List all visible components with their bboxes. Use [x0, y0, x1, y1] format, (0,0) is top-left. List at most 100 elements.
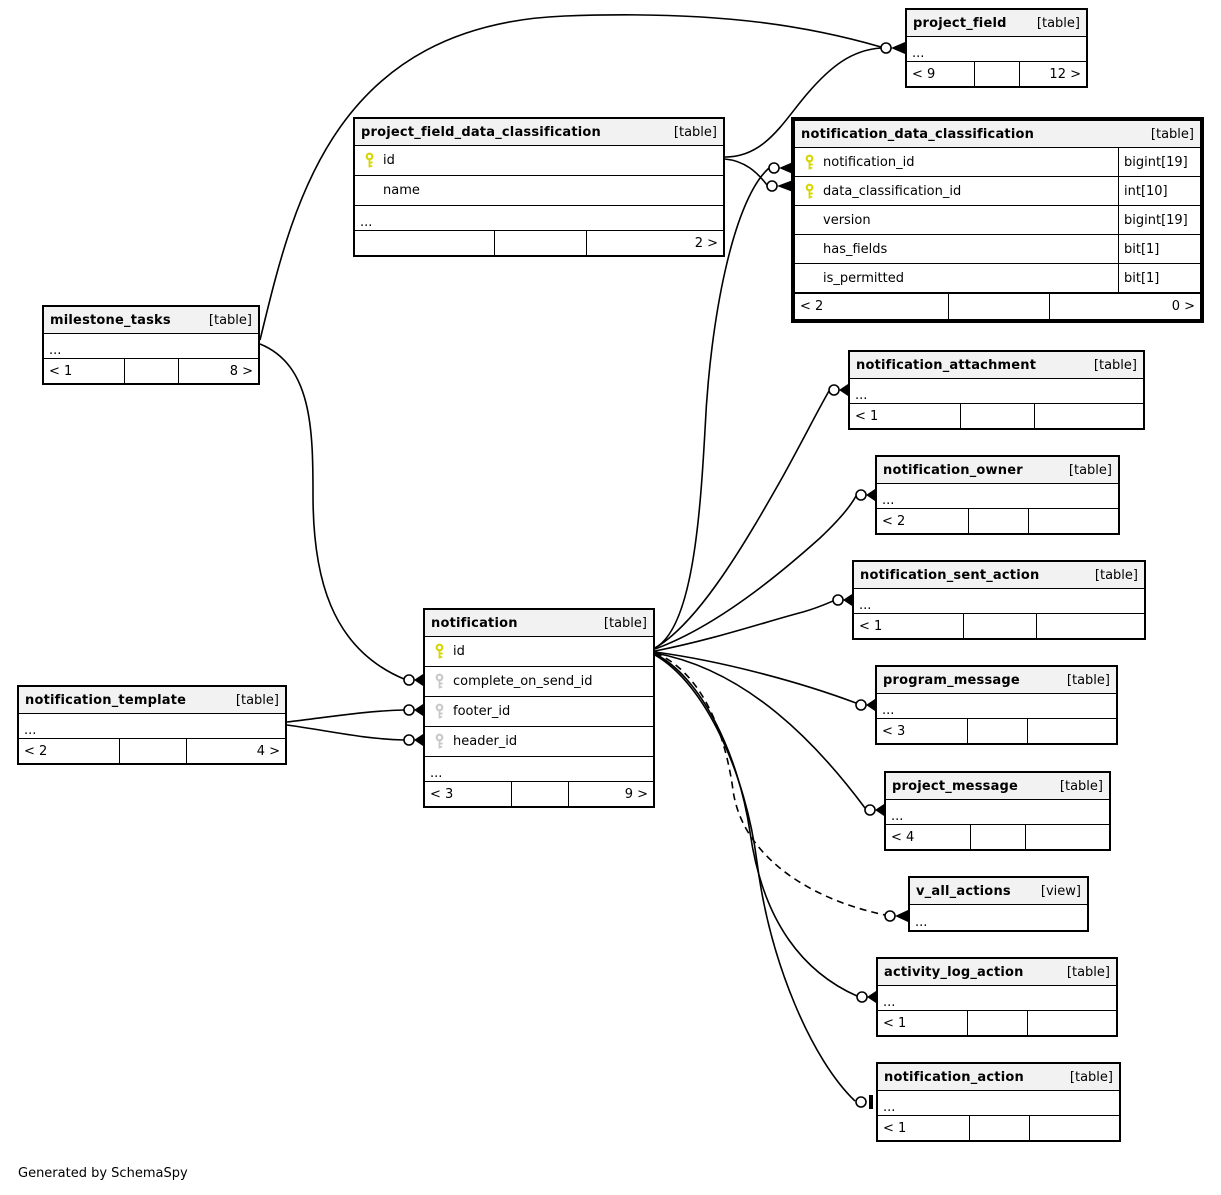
- crowfoot-arrow-icon: [875, 804, 884, 816]
- column-type: bit[1]: [1118, 235, 1200, 263]
- column-name: name: [383, 183, 420, 198]
- connector-notification-owner: [855, 489, 875, 501]
- collapsed-columns-row: ...: [850, 379, 1143, 404]
- table-node-program-message[interactable]: program_message [table] ... < 3: [875, 665, 1118, 745]
- connector-circle-icon: [832, 594, 844, 606]
- connector-project-message: [864, 804, 884, 816]
- table-header: program_message [table]: [877, 667, 1116, 694]
- primary-key-icon: [365, 152, 373, 168]
- table-title: project_field_data_classification: [361, 124, 602, 140]
- relationship-line: [654, 390, 830, 649]
- connector-notification-attachment: [828, 384, 848, 396]
- collapsed-columns-row: ...: [886, 800, 1109, 825]
- children-count: 0 >: [1171, 299, 1195, 314]
- parents-count: < 1: [854, 614, 965, 638]
- relationship-line: [286, 724, 405, 741]
- table-title: notification: [431, 615, 518, 631]
- crowfoot-arrow-icon: [843, 594, 852, 606]
- table-footer: < 1: [850, 404, 1143, 428]
- column-name: header_id: [453, 734, 518, 749]
- table-footer: < 2 0 >: [795, 293, 1200, 319]
- children-count: [1029, 509, 1118, 533]
- relationship-line: [654, 600, 834, 652]
- table-node-project-field[interactable]: project_field [table] ... < 9 12 >: [905, 8, 1088, 88]
- table-node-notification-action[interactable]: notification_action [table] ... < 1: [876, 1062, 1121, 1142]
- table-node-notification-data-classification[interactable]: notification_data_classification [table]…: [791, 117, 1204, 323]
- table-node-notification-template[interactable]: notification_template [table] ... < 2 4 …: [17, 685, 287, 765]
- table-header: notification_data_classification [table]: [795, 121, 1200, 148]
- table-footer: 2 >: [355, 231, 723, 255]
- parents-count: < 1: [878, 1116, 970, 1140]
- table-footer: < 3: [877, 719, 1116, 743]
- table-type-badge: [view]: [1040, 883, 1081, 899]
- table-title: project_message: [892, 778, 1019, 794]
- column-row: data_classification_id int[10]: [795, 177, 1200, 206]
- table-node-notification-attachment[interactable]: notification_attachment [table] ... < 1: [848, 350, 1145, 430]
- relationship-line: [259, 14, 882, 341]
- relationship-line: [654, 652, 866, 809]
- crowfoot-arrow-icon: [866, 699, 875, 711]
- table-type-badge: [table]: [1066, 964, 1110, 980]
- table-node-milestone-tasks[interactable]: milestone_tasks [table] ... < 1 8 >: [42, 305, 260, 385]
- table-node-activity-log-action[interactable]: activity_log_action [table] ... < 1: [876, 957, 1118, 1037]
- collapsed-columns-row: ...: [854, 589, 1144, 614]
- footer-mid-cell: [964, 614, 1037, 638]
- foreign-key-icon: [435, 733, 443, 749]
- table-node-project-field-data-classification[interactable]: project_field_data_classification [table…: [353, 117, 725, 257]
- table-node-notification-owner[interactable]: notification_owner [table] ... < 2: [875, 455, 1120, 535]
- parents-count: < 1: [850, 404, 962, 428]
- relationship-line: [654, 654, 856, 1102]
- column-row: name: [355, 176, 723, 206]
- table-node-notification-sent-action[interactable]: notification_sent_action [table] ... < 1: [852, 560, 1146, 640]
- table-header: project_field_data_classification [table…: [355, 119, 723, 146]
- connector-activity-log-action: [856, 991, 876, 1003]
- connector-circle-icon: [766, 180, 778, 192]
- table-type-badge: [table]: [1150, 126, 1194, 142]
- connector-circle-icon: [856, 991, 868, 1003]
- column-row: notification_id bigint[19]: [795, 148, 1200, 177]
- table-title: notification_sent_action: [860, 567, 1040, 583]
- table-footer: < 1 8 >: [44, 359, 258, 383]
- table-node-v-all-actions[interactable]: v_all_actions [view] ...: [908, 876, 1089, 932]
- parents-count: < 1: [44, 359, 126, 383]
- collapsed-columns-row: ...: [915, 915, 928, 930]
- footer-mid-cell: [971, 825, 1027, 849]
- table-footer: < 4: [886, 825, 1109, 849]
- footer-mid-cell: [495, 231, 587, 255]
- table-header: notification_action [table]: [878, 1064, 1119, 1091]
- table-node-notification[interactable]: notification [table] id complete_on_send…: [423, 608, 655, 808]
- column-row: footer_id: [425, 697, 653, 727]
- table-type-badge: [table]: [1068, 462, 1112, 478]
- parents-count: < 3: [877, 719, 968, 743]
- table-title: v_all_actions: [916, 883, 1011, 899]
- table-footer: < 1: [878, 1116, 1119, 1140]
- children-count: [1026, 825, 1109, 849]
- parents-count: < 3: [425, 782, 512, 806]
- crowfoot-arrow-icon: [414, 704, 423, 716]
- connector-notification-complete-on-send-id: [403, 674, 423, 686]
- children-count: 8 >: [229, 363, 253, 379]
- generator-credit: Generated by SchemaSpy: [18, 1166, 188, 1181]
- children-count: [1035, 404, 1143, 428]
- table-header: milestone_tasks [table]: [44, 307, 258, 334]
- table-header: notification_owner [table]: [877, 457, 1118, 484]
- column-row: header_id: [425, 727, 653, 757]
- crowfoot-arrow-icon: [895, 910, 908, 922]
- connector-notification-footer-id: [403, 704, 423, 716]
- column-row: id: [425, 637, 653, 667]
- footer-mid-cell: [512, 782, 569, 806]
- connector-circle-icon: [828, 384, 840, 396]
- footer-mid-cell: [970, 1116, 1030, 1140]
- children-count: [1028, 1011, 1116, 1035]
- column-row: complete_on_send_id: [425, 667, 653, 697]
- connector-circle-icon: [855, 1096, 867, 1108]
- relationship-line: [259, 343, 405, 680]
- table-node-project-message[interactable]: project_message [table] ... < 4: [884, 771, 1111, 851]
- table-title: program_message: [883, 672, 1020, 688]
- collapsed-columns-row: ...: [877, 484, 1118, 509]
- footer-mid-cell: [949, 294, 1051, 319]
- collapsed-columns-row: ...: [19, 714, 285, 739]
- footer-mid-cell: [968, 1011, 1028, 1035]
- connector-circle-icon: [884, 910, 896, 922]
